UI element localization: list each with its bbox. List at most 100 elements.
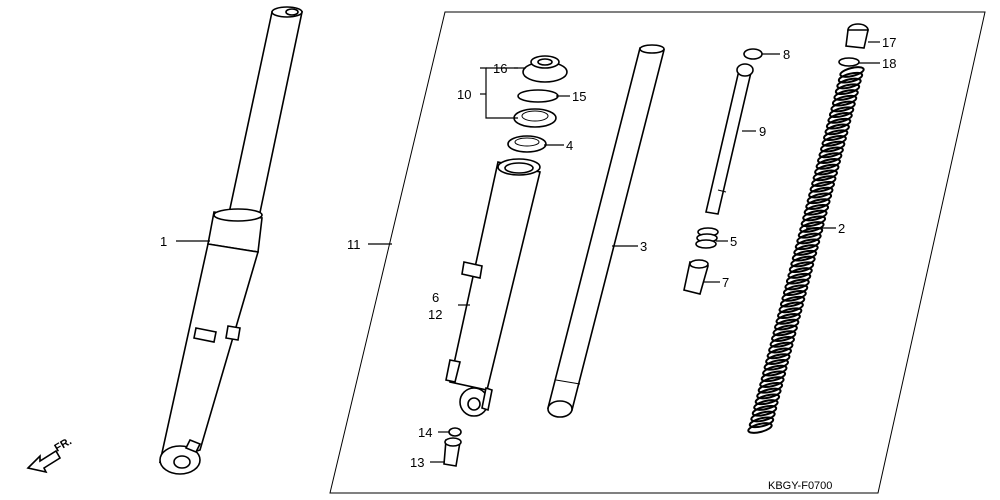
spring-coil-turn — [762, 364, 788, 377]
callout-16: 16 — [493, 61, 507, 76]
spring-coil-turn — [812, 169, 838, 182]
spring-coil-turn — [790, 255, 816, 268]
spring-coil-turn — [777, 307, 803, 320]
spring-coil-turn — [833, 89, 859, 101]
spring-coil-turn — [759, 376, 785, 388]
fork-assembly-part[interactable] — [158, 6, 303, 475]
spring-coil-turn — [753, 399, 779, 411]
spring-coil-turn — [787, 267, 813, 279]
spring-coil-turn — [794, 238, 821, 251]
oil-lock-piece-part[interactable] — [683, 259, 710, 295]
callout-8: 8 — [783, 47, 790, 62]
spring-coil-turn — [775, 313, 801, 325]
spring-coil-turn — [750, 410, 776, 423]
spring-coil-turn — [779, 295, 806, 308]
spring-coil-turn — [806, 192, 833, 205]
callout-11: 11 — [347, 237, 361, 252]
spring-coil-turn — [837, 71, 864, 84]
back-up-ring-part[interactable] — [507, 135, 547, 153]
spring-coil-turn — [765, 353, 791, 365]
front-direction-label: FR. — [53, 435, 74, 454]
callout-7: 7 — [722, 275, 729, 290]
spring-coil-turn — [788, 261, 815, 274]
spring-coil-turn — [784, 278, 810, 291]
spring-coil-turn — [800, 215, 827, 228]
rebound-spring-part[interactable] — [695, 227, 719, 249]
spring-coil-turn — [793, 244, 819, 256]
spring-coil-turn — [757, 381, 784, 394]
spring-coil-turn — [760, 370, 787, 383]
spring-coil-turn — [818, 146, 844, 159]
spring-coil-turn — [809, 180, 835, 193]
callout-15: 15 — [572, 89, 586, 104]
diagram-code: KBGY-F0700 — [768, 480, 832, 492]
callout-6: 6 — [432, 290, 439, 305]
spring-coil-turn — [785, 272, 812, 285]
piston-ring-part[interactable] — [743, 48, 763, 60]
spring-coil-turn — [751, 404, 778, 417]
spring-coil-turn — [834, 83, 861, 96]
fork-piston-part[interactable] — [705, 63, 754, 215]
spring-coil-turn — [791, 249, 818, 262]
o-ring-part[interactable] — [838, 57, 860, 67]
spring-coil-turn — [782, 284, 809, 297]
callout-5: 5 — [730, 234, 737, 249]
spring-coil-turn — [811, 175, 837, 187]
spring-coil-turn — [828, 106, 855, 119]
spring-coil-turn — [766, 347, 792, 360]
callout-1: 1 — [160, 234, 167, 249]
spring-coil-turn — [820, 140, 846, 153]
callout-13: 13 — [410, 455, 424, 470]
sealing-washer-part[interactable] — [448, 427, 462, 437]
front-direction-arrow: FR. — [26, 435, 74, 474]
callout-10: 10 — [457, 87, 471, 102]
fork-spring-part[interactable] — [747, 65, 865, 435]
assembly-outline — [329, 11, 986, 494]
spring-coil-turn — [815, 158, 841, 170]
spring-coil-turn — [774, 318, 800, 331]
callout-2: 2 — [838, 221, 845, 236]
spring-coil-turn — [748, 416, 775, 429]
spring-coil-turn — [799, 221, 825, 233]
spring-coil-turn — [827, 112, 853, 124]
fork-bolt-part[interactable] — [845, 23, 869, 49]
spring-coil-turn — [823, 129, 849, 142]
spring-coil-turn — [772, 324, 798, 337]
spring-coil-turn — [802, 209, 828, 222]
spring-coil-turn — [821, 135, 847, 147]
fork-pipe-part[interactable] — [546, 44, 666, 418]
leader-line-10 — [480, 67, 518, 119]
spring-coil-turn — [836, 77, 862, 90]
spring-coil-turn — [771, 330, 797, 342]
spring-coil-turn — [830, 100, 856, 113]
socket-bolt-part[interactable] — [443, 437, 462, 467]
dust-seal-part[interactable] — [522, 55, 568, 83]
callout-4: 4 — [566, 138, 573, 153]
callout-3: 3 — [640, 239, 647, 254]
spring-coil-turn — [768, 341, 794, 354]
spring-coil-turn — [839, 66, 865, 78]
spring-coil-turn — [756, 387, 782, 400]
callout-17: 17 — [882, 35, 896, 50]
oil-seal-part[interactable] — [513, 108, 557, 128]
spring-coil-turn — [769, 336, 795, 348]
spring-coil-turn — [796, 232, 822, 245]
spring-coil-turn — [778, 301, 804, 314]
callout-14: 14 — [418, 425, 432, 440]
spring-coil-turn — [781, 290, 807, 302]
spring-coil-turn — [803, 203, 830, 216]
stopper-ring-part[interactable] — [517, 89, 559, 103]
spring-coil-turn — [825, 117, 852, 130]
spring-coil-turn — [831, 94, 858, 107]
callout-12: 12 — [428, 307, 442, 322]
spring-coil-turn — [754, 393, 781, 406]
fork-slider-part[interactable] — [445, 158, 541, 417]
spring-coil-turn — [805, 198, 831, 210]
spring-coil-turn — [797, 226, 824, 239]
callout-9: 9 — [759, 124, 766, 139]
spring-coil-turn — [808, 186, 834, 199]
spring-coil-turn — [814, 163, 840, 176]
callout-18: 18 — [882, 56, 896, 71]
